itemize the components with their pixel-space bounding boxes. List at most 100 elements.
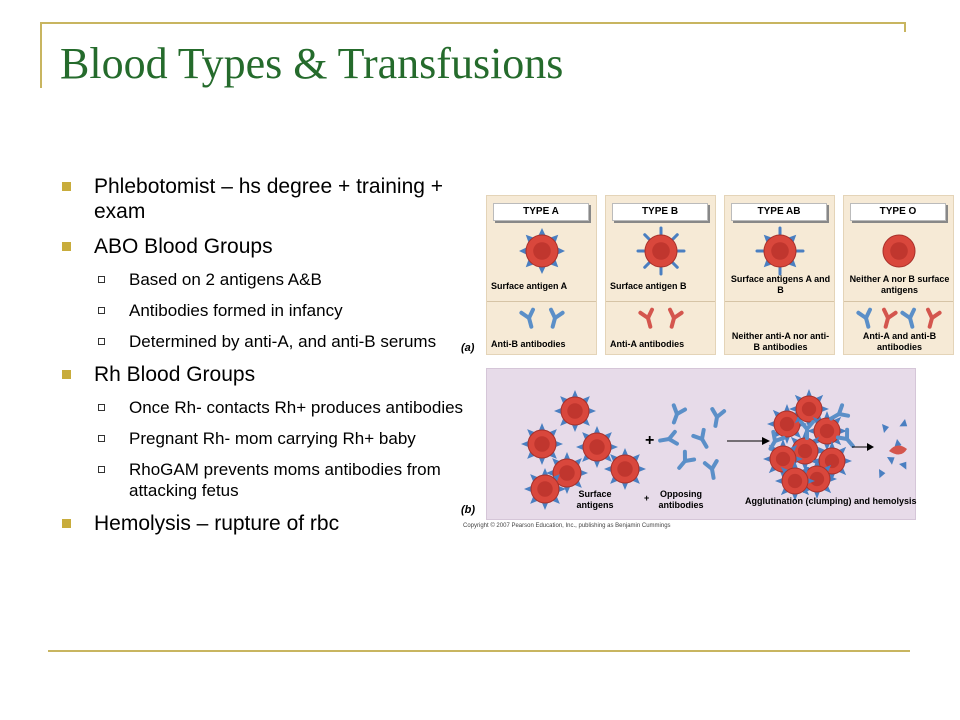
antibody-icon bbox=[835, 427, 855, 448]
antibody-icon bbox=[671, 403, 688, 425]
antibody-icon bbox=[519, 307, 535, 329]
agglutination-panel: + Surface antigens + Opposing antibodies… bbox=[486, 368, 917, 520]
blood-type-label: TYPE O bbox=[850, 203, 946, 221]
antibody-icon bbox=[658, 429, 679, 446]
bullet-text: Once Rh- contacts Rh+ produces antibodie… bbox=[129, 398, 464, 417]
bullet-text: Phlebotomist – hs degree + training + ex… bbox=[94, 175, 444, 223]
square-bullet-icon bbox=[62, 242, 71, 251]
red-blood-cell-icon bbox=[882, 234, 916, 268]
bullet-text: Determined by anti-A, and anti-B serums bbox=[129, 332, 437, 351]
panel-illustration bbox=[519, 228, 565, 329]
red-blood-cell-icon bbox=[807, 411, 847, 451]
red-blood-cell-icon bbox=[767, 404, 807, 444]
bullet-list: Phlebotomist – hs degree + training + ex… bbox=[60, 174, 465, 546]
antibody-caption: Neither anti-A nor anti-B antibodies bbox=[731, 331, 830, 352]
agglutination-caption: Agglutination (clumping) and hemolysis bbox=[745, 496, 917, 506]
blood-type-figure: TYPE A Surface antigen A Anti-B antibodies… bbox=[456, 190, 954, 535]
cell-fragment bbox=[882, 424, 889, 433]
sub-bullet-item: RhoGAM prevents moms antibodies from att… bbox=[60, 459, 465, 501]
bottom-rule bbox=[48, 650, 910, 652]
red-blood-cell-icon bbox=[775, 461, 815, 501]
hollow-square-bullet-icon bbox=[98, 466, 105, 473]
antibody-icon bbox=[677, 449, 697, 470]
antibody-caption: Anti-A antibodies bbox=[610, 339, 685, 349]
sub-bullet-item: Pregnant Rh- mom carrying Rh+ baby bbox=[60, 428, 465, 449]
opposing-antibodies-caption: Opposing antibodies bbox=[658, 489, 704, 510]
red-blood-cell-icon bbox=[521, 423, 563, 465]
hollow-square-bullet-icon bbox=[98, 435, 105, 442]
antibody-icon bbox=[856, 307, 872, 329]
red-blood-cell-icon bbox=[789, 389, 829, 429]
hollow-square-bullet-icon bbox=[98, 404, 105, 411]
surface-antigens-caption: Surface antigens bbox=[576, 489, 614, 510]
antibody-caption: Anti-B antibodies bbox=[491, 339, 566, 349]
red-blood-cell-icon bbox=[755, 226, 805, 276]
red-blood-cell-icon bbox=[554, 390, 596, 432]
arrow-head-icon bbox=[762, 437, 770, 445]
bullet-text: Hemolysis – rupture of rbc bbox=[94, 512, 340, 535]
antibody-icon bbox=[691, 427, 709, 449]
top-rule bbox=[40, 22, 906, 24]
antibody-icon bbox=[900, 307, 916, 329]
antibody-caption: Anti-A and anti-B antibodies bbox=[862, 331, 937, 352]
antibody-icon bbox=[882, 307, 898, 329]
bullet-text: Based on 2 antigens A&B bbox=[129, 270, 322, 289]
surface-antigen-caption: Surface antigen B bbox=[610, 281, 687, 291]
blood-type-label: TYPE AB bbox=[731, 203, 827, 221]
top-right-rule bbox=[904, 22, 906, 32]
plus-sign: + bbox=[645, 432, 654, 449]
agglutination-illustration: + bbox=[521, 389, 908, 510]
red-blood-cell-icon bbox=[546, 452, 588, 494]
antibody-icon bbox=[710, 407, 727, 428]
hollow-square-bullet-icon bbox=[98, 307, 105, 314]
panel-divider bbox=[606, 301, 715, 302]
surface-antigen-caption: Surface antigen A bbox=[491, 281, 568, 291]
antibody-icon bbox=[702, 459, 719, 480]
bullet-text: ABO Blood Groups bbox=[94, 235, 273, 258]
surface-antigen-caption: Surface antigens A and B bbox=[730, 274, 831, 295]
surface-antigen-caption: Neither A nor B surface antigens bbox=[849, 274, 950, 295]
cell-fragment bbox=[887, 457, 895, 465]
hollow-square-bullet-icon bbox=[98, 338, 105, 345]
sub-bullet-item: Determined by anti-A, and anti-B serums bbox=[60, 331, 465, 352]
copyright-note: Copyright © 2007 Pearson Education, Inc.… bbox=[463, 523, 671, 529]
bullet-item: Hemolysis – rupture of rbc bbox=[60, 511, 465, 536]
bullet-text: Pregnant Rh- mom carrying Rh+ baby bbox=[129, 429, 416, 448]
panel-illustration bbox=[755, 226, 805, 276]
blood-type-panel: TYPE B Surface antigen B Anti-A antibodies bbox=[605, 195, 716, 355]
bullet-text: Rh Blood Groups bbox=[94, 363, 256, 386]
red-blood-cell-icon bbox=[524, 468, 566, 510]
blood-type-label: TYPE A bbox=[493, 203, 589, 221]
blood-type-label: TYPE B bbox=[612, 203, 708, 221]
bullet-text: Antibodies formed in infancy bbox=[129, 301, 343, 320]
panel-divider bbox=[725, 301, 834, 302]
cell-fragment bbox=[899, 461, 907, 470]
blood-type-panel: TYPE AB Surface antigens A and B Neither a… bbox=[724, 195, 835, 355]
red-blood-cell-icon bbox=[519, 228, 565, 274]
sub-bullet-item: Once Rh- contacts Rh+ produces antibodie… bbox=[60, 397, 465, 418]
square-bullet-icon bbox=[62, 519, 71, 528]
antibody-icon bbox=[926, 307, 942, 329]
slide-title: Blood Types & Transfusions bbox=[60, 39, 564, 88]
antibody-icon bbox=[799, 420, 815, 440]
figure-label-b: (b) bbox=[461, 504, 476, 516]
panel-divider bbox=[844, 301, 953, 302]
figure-label-a: (a) bbox=[461, 342, 475, 354]
square-bullet-icon bbox=[62, 370, 71, 379]
antibody-icon bbox=[829, 403, 851, 421]
panel-divider bbox=[487, 301, 596, 302]
panel-illustration bbox=[636, 226, 686, 329]
bullet-item: Phlebotomist – hs degree + training + ex… bbox=[60, 174, 465, 224]
plus-caption: + bbox=[644, 493, 650, 503]
antibody-icon bbox=[768, 429, 786, 451]
red-blood-cell-icon bbox=[576, 426, 618, 468]
hollow-square-bullet-icon bbox=[98, 276, 105, 283]
bullet-text: RhoGAM prevents moms antibodies from att… bbox=[129, 460, 441, 500]
arrow-head-icon bbox=[867, 443, 874, 451]
red-blood-cell-icon bbox=[604, 448, 646, 490]
blood-type-panel: TYPE A Surface antigen A Anti-B antibodies bbox=[486, 195, 597, 355]
sub-bullet-item: Based on 2 antigens A&B bbox=[60, 269, 465, 290]
cell-fragment bbox=[879, 469, 886, 479]
antibody-icon bbox=[668, 307, 684, 329]
